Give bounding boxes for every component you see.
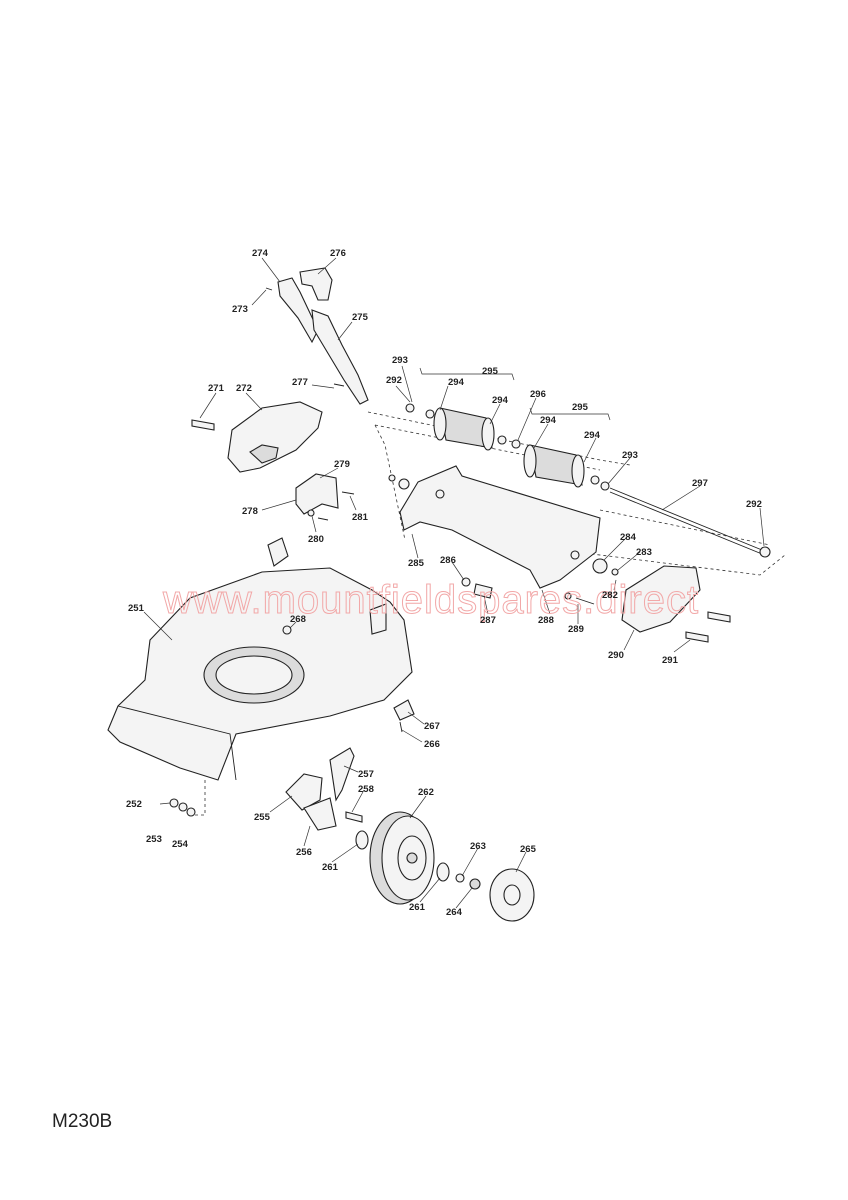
callout-295-left: 295 [482, 366, 499, 377]
callout-283: 283 [636, 547, 652, 558]
callout-293-right: 293 [622, 450, 638, 461]
callout-261-right: 261 [409, 902, 426, 913]
callout-280: 280 [308, 534, 324, 545]
callout-256: 256 [296, 847, 312, 858]
callout-labels: 251 252 253 254 255 256 257 258 261 261 … [126, 248, 762, 918]
right-cover-assembly [592, 558, 731, 643]
callout-254: 254 [172, 839, 189, 850]
callout-294-a: 294 [448, 377, 465, 388]
callout-294-d: 294 [584, 430, 601, 441]
deck-bracket [393, 699, 415, 733]
mower-deck [107, 537, 413, 781]
roller-frame [388, 465, 601, 589]
roller-assembly [405, 403, 771, 558]
callout-257: 257 [358, 769, 374, 780]
callout-253: 253 [146, 834, 162, 845]
callout-295-right: 295 [572, 402, 589, 413]
callout-258: 258 [358, 784, 374, 795]
callout-262: 262 [418, 787, 434, 798]
watermark-text: www.mountfieldspares.direct [162, 578, 699, 622]
callout-292-left: 292 [386, 375, 402, 386]
height-adjuster-assembly [295, 473, 355, 521]
pin-assembly [461, 577, 595, 605]
callout-263: 263 [470, 841, 486, 852]
callout-291: 291 [662, 655, 679, 666]
callout-272: 272 [236, 383, 252, 394]
callout-292-right: 292 [746, 499, 762, 510]
callout-297: 297 [692, 478, 708, 489]
front-axle-assembly [169, 747, 363, 831]
callout-268: 268 [290, 614, 306, 625]
callout-287: 287 [480, 615, 496, 626]
callout-278: 278 [242, 506, 258, 517]
diagram-code-label: M230B [52, 1111, 113, 1132]
callout-289: 289 [568, 624, 584, 635]
callout-276: 276 [330, 248, 346, 259]
callout-282: 282 [602, 590, 618, 601]
callout-275: 275 [352, 312, 369, 323]
callout-279: 279 [334, 459, 350, 470]
callout-267: 267 [424, 721, 440, 732]
callout-281: 281 [352, 512, 369, 523]
handle-bracket-assembly [265, 267, 369, 405]
callout-264: 264 [446, 907, 463, 918]
callout-288: 288 [538, 615, 554, 626]
callout-261-left: 261 [322, 862, 339, 873]
callout-266: 266 [424, 739, 440, 750]
callout-255: 255 [254, 812, 271, 823]
callout-290: 290 [608, 650, 624, 661]
callout-294-c: 294 [540, 415, 557, 426]
callout-274: 274 [252, 248, 269, 259]
wheel-assembly [355, 811, 535, 922]
callout-277: 277 [292, 377, 308, 388]
callout-265: 265 [520, 844, 537, 855]
left-cover-assembly [191, 401, 323, 473]
callout-296: 296 [530, 389, 546, 400]
callout-271: 271 [208, 383, 225, 394]
callout-286: 286 [440, 555, 456, 566]
callout-293-left: 293 [392, 355, 408, 366]
callout-leaders [143, 257, 765, 909]
callout-251: 251 [128, 603, 145, 614]
callout-273: 273 [232, 304, 248, 315]
callout-285: 285 [408, 558, 425, 569]
callout-294-b: 294 [492, 395, 509, 406]
callout-284: 284 [620, 532, 637, 543]
callout-252: 252 [126, 799, 142, 810]
